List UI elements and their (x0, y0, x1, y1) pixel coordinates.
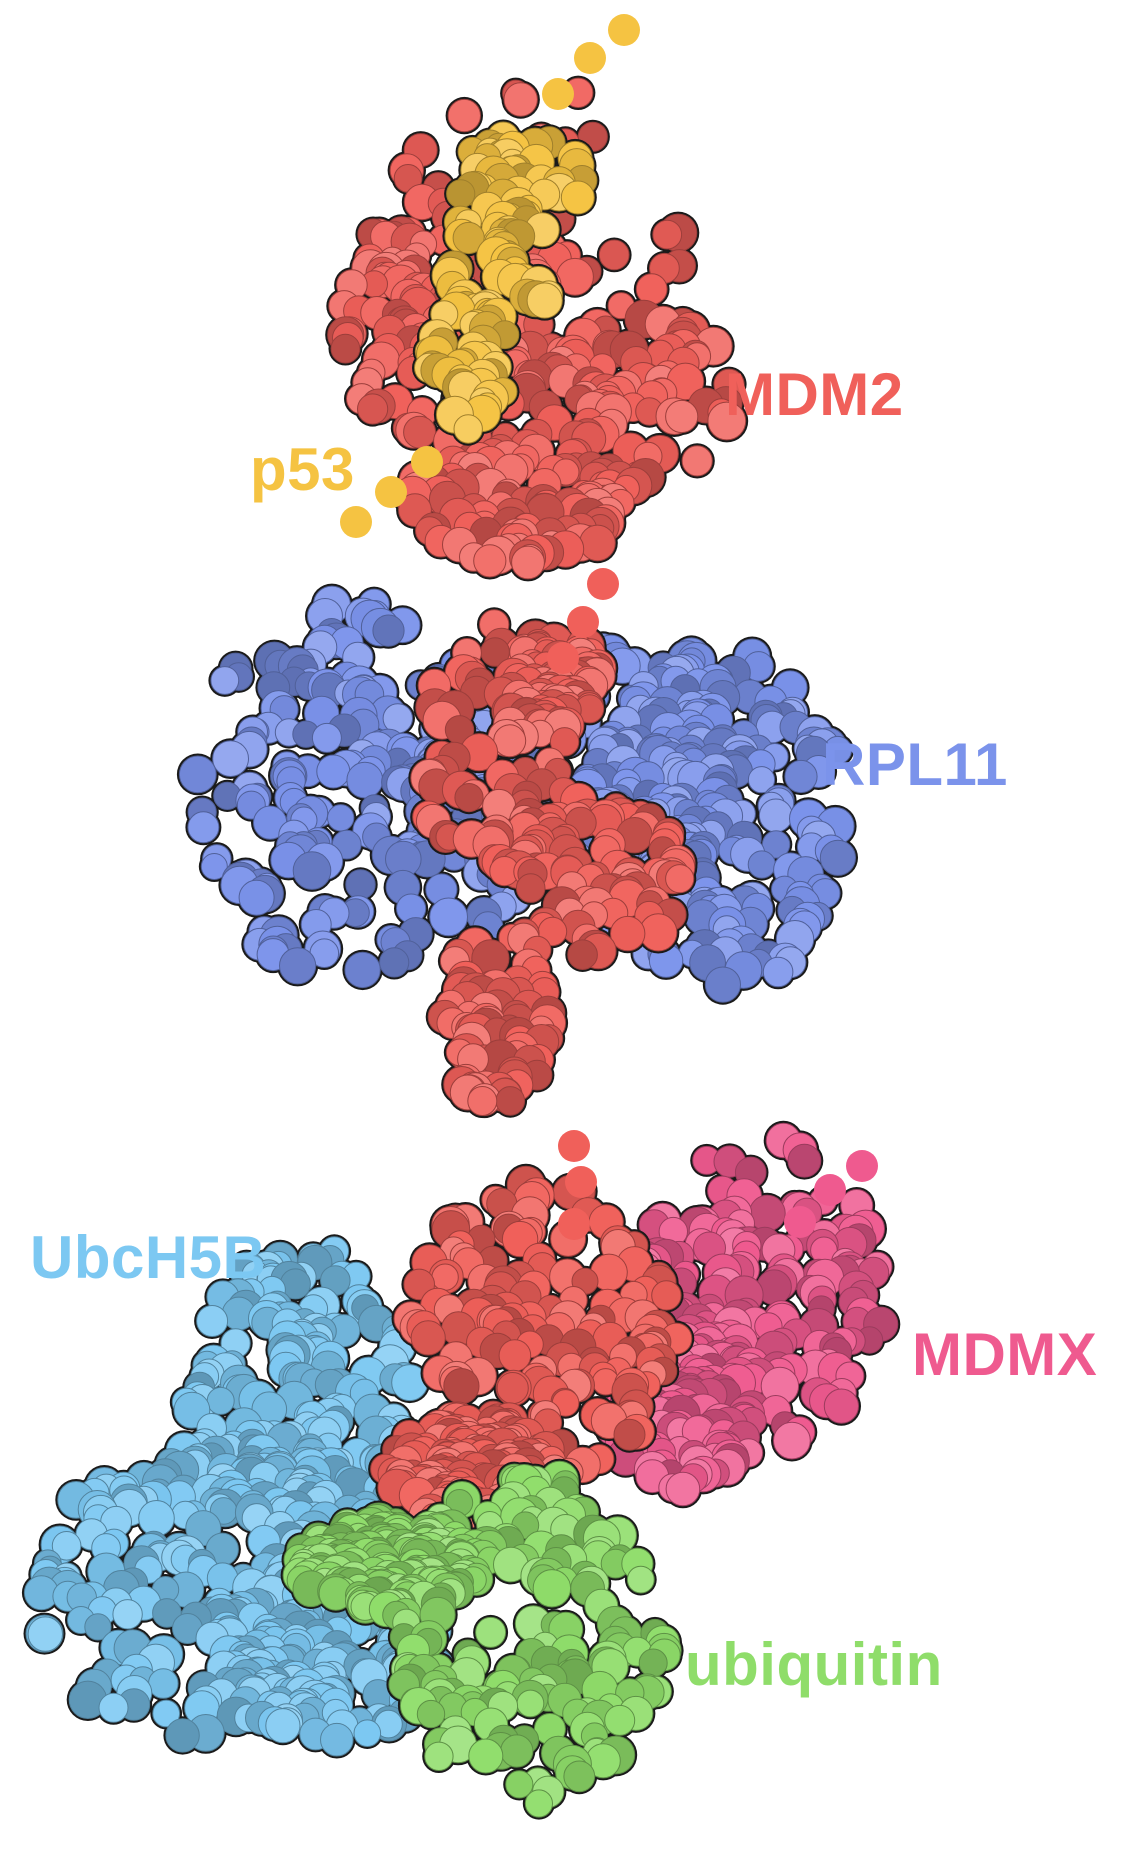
ubch5b-protein (21, 1234, 455, 1759)
label-rpl11: RPL11 (822, 731, 1008, 798)
linker-dots (340, 14, 878, 1240)
mdm2-linker-dots-lower (558, 1130, 597, 1240)
linker-dot (340, 506, 372, 538)
linker-dot (587, 568, 619, 600)
label-ubiquitin: ubiquitin (685, 1631, 943, 1698)
protein-structures (21, 75, 901, 1820)
linker-dot (542, 78, 574, 110)
linker-dot (558, 1208, 590, 1240)
linker-dot (411, 446, 443, 478)
mdmx-linker-dots (784, 1150, 878, 1238)
linker-dot (547, 642, 579, 674)
label-p53: p53 (250, 436, 355, 503)
rpl11-protein (176, 583, 859, 1005)
linker-dot (375, 476, 407, 508)
linker-dot (814, 1174, 846, 1206)
linker-dot (574, 42, 606, 74)
label-ubch5b: UbcH5B (30, 1224, 267, 1291)
label-mdm2: MDM2 (725, 361, 904, 428)
linker-dot (784, 1206, 816, 1238)
linker-dot (558, 1130, 590, 1162)
p53-peptide (412, 119, 600, 446)
linker-dot (565, 1166, 597, 1198)
linker-dot (608, 14, 640, 46)
p53-top-dots (542, 14, 640, 110)
label-mdmx: MDMX (912, 1321, 1098, 1388)
p53-bottom-dots (340, 446, 443, 538)
linker-dot (567, 606, 599, 638)
linker-dot (846, 1150, 878, 1182)
ubiquitin-protein (280, 1458, 684, 1820)
mdm2-linker-dots-upper (547, 568, 619, 674)
